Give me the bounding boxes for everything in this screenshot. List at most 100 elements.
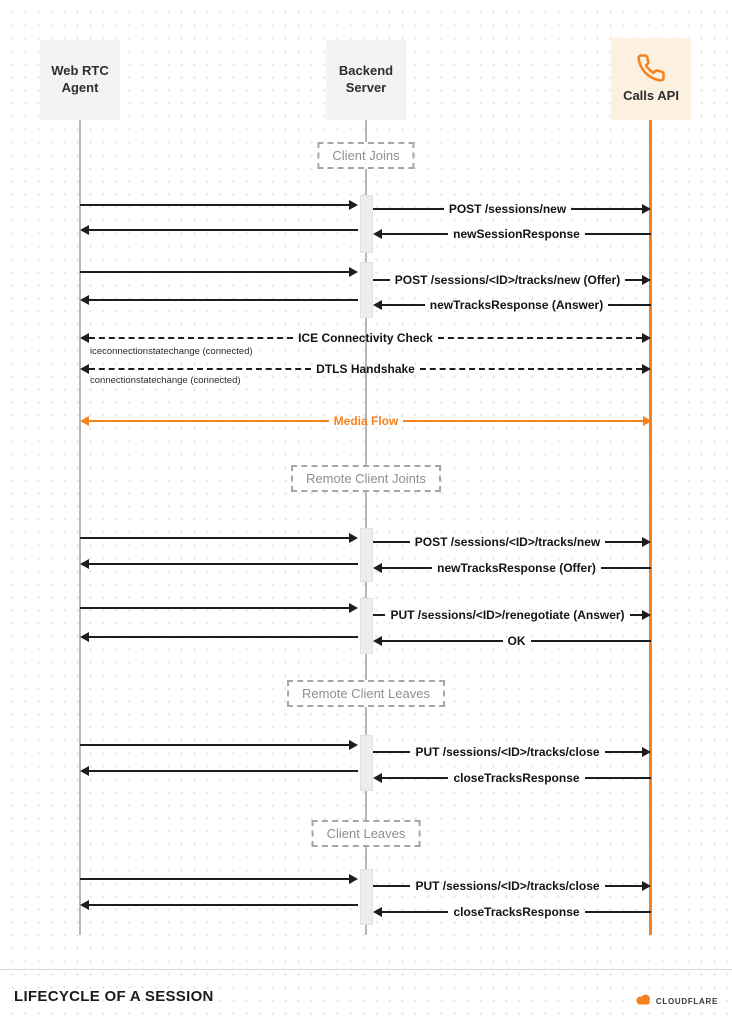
arrowhead-right [349,200,358,210]
section-client-joins: Client Joins [317,142,415,169]
arrowhead-left [80,225,89,235]
arrow-post-sessions-new: POST /sessions/new [373,201,651,217]
arrowhead-left [80,766,89,776]
arrow-line [625,279,643,281]
arrow-post-tracks-new-offer: POST /sessions/<ID>/tracks/new (Offer) [373,272,652,288]
activation-bar [360,869,373,925]
arrow-line [629,614,643,616]
arrow-client-response-4 [80,629,358,645]
arrow-line [584,777,652,779]
lifeline-backend-server [365,120,367,935]
arrow-client-response-3 [80,556,358,572]
arrow-line [89,368,312,370]
arrow-media-flow: Media Flow [80,413,653,429]
section-label: Remote Client Joints [306,471,426,486]
arrow-line [600,567,651,569]
arrowhead-right [642,333,652,343]
arrow-line [80,744,349,746]
arrow-put-tracks-close-2: PUT /sessions/<ID>/tracks/close [373,878,652,894]
arrow-line [373,614,386,616]
arrowhead-right [349,267,358,277]
arrow-label: POST /sessions/new [448,202,567,216]
section-client-leaves: Client Leaves [311,820,421,847]
arrow-line [80,607,349,609]
arrow-close-tracks-response-1: closeTracksResponse [373,770,652,786]
arrowhead-right [642,537,652,547]
activation-bar [360,598,373,654]
page-title: LIFECYCLE OF A SESSION [14,988,214,1005]
arrow-line [584,233,651,235]
arrow-label: newSessionResponse [453,227,580,241]
arrow-close-tracks-response-2: closeTracksResponse [373,904,652,920]
actor-label: Backend Server [338,63,394,95]
cloud-icon [635,992,652,1010]
section-label: Remote Client Leaves [302,686,430,701]
section-remote-client-joints: Remote Client Joints [291,465,441,492]
arrow-put-tracks-close-1: PUT /sessions/<ID>/tracks/close [373,744,652,760]
arrowhead-right [642,364,652,374]
arrow-line [419,368,643,370]
arrowhead-left [373,636,382,646]
arrow-line [437,337,643,339]
arrow-label: PUT /sessions/<ID>/tracks/close [415,879,600,893]
arrow-line [373,751,411,753]
cloudflare-logo: CLOUDFLARE [635,992,718,1010]
arrow-label: closeTracksResponse [453,905,580,919]
arrow-label: PUT /sessions/<ID>/renegotiate (Answer) [390,608,625,622]
arrowhead-left [80,333,89,343]
arrow-label: OK [507,634,526,648]
arrow-new-session-response: newSessionResponse [373,226,651,242]
arrow-line [89,563,358,565]
arrowhead-left [373,300,382,310]
arrowhead-right [642,747,652,757]
arrowhead-left [80,900,89,910]
arrow-line [382,640,503,642]
arrow-line [89,770,358,772]
arrow-label: newTracksResponse (Offer) [437,561,596,575]
section-label: Client Joins [332,148,400,163]
arrow-line [89,904,358,906]
activation-bar [360,195,373,253]
arrow-line [89,337,294,339]
arrow-client-request-1 [80,197,358,213]
arrow-put-renegotiate-answer: PUT /sessions/<ID>/renegotiate (Answer) [373,607,652,623]
actor-label: Web RTC Agent [51,63,109,95]
arrow-ice-connectivity-check: ICE Connectivity Check [80,330,652,346]
arrow-line [80,878,349,880]
annotation-connectionstatechange: connectionstatechange (connected) [90,375,241,386]
arrow-new-tracks-response-offer: newTracksResponse (Offer) [373,560,651,576]
arrow-post-tracks-new: POST /sessions/<ID>/tracks/new [373,534,652,550]
activation-bar [360,262,373,318]
arrow-line [382,777,449,779]
arrowhead-left [80,416,89,426]
arrowhead-left [373,563,382,573]
actor-label: Calls API [623,88,679,104]
arrow-line [608,304,651,306]
arrow-client-request-2 [80,264,358,280]
arrow-line [89,420,329,422]
arrow-dtls-handshake: DTLS Handshake [80,361,652,377]
arrowhead-left [373,773,382,783]
arrowhead-left [80,559,89,569]
arrow-line [382,567,433,569]
arrow-line [571,208,642,210]
arrowhead-right [349,740,358,750]
section-remote-client-leaves: Remote Client Leaves [287,680,445,707]
arrow-line [80,271,349,273]
actor-web-rtc-agent: Web RTC Agent [40,40,120,120]
footer-divider [0,969,732,970]
arrow-line [89,636,358,638]
arrow-client-request-5 [80,737,358,753]
section-label: Client Leaves [326,826,406,841]
arrow-ok: OK [373,633,651,649]
arrow-label: POST /sessions/<ID>/tracks/new (Offer) [394,273,621,287]
arrow-line [382,911,449,913]
arrow-client-request-4 [80,600,358,616]
arrow-label: DTLS Handshake [316,362,415,376]
arrow-line [80,204,349,206]
arrowhead-right [642,610,652,620]
lifeline-web-rtc-agent [79,120,81,935]
arrow-line [373,208,444,210]
arrowhead-right [349,533,358,543]
